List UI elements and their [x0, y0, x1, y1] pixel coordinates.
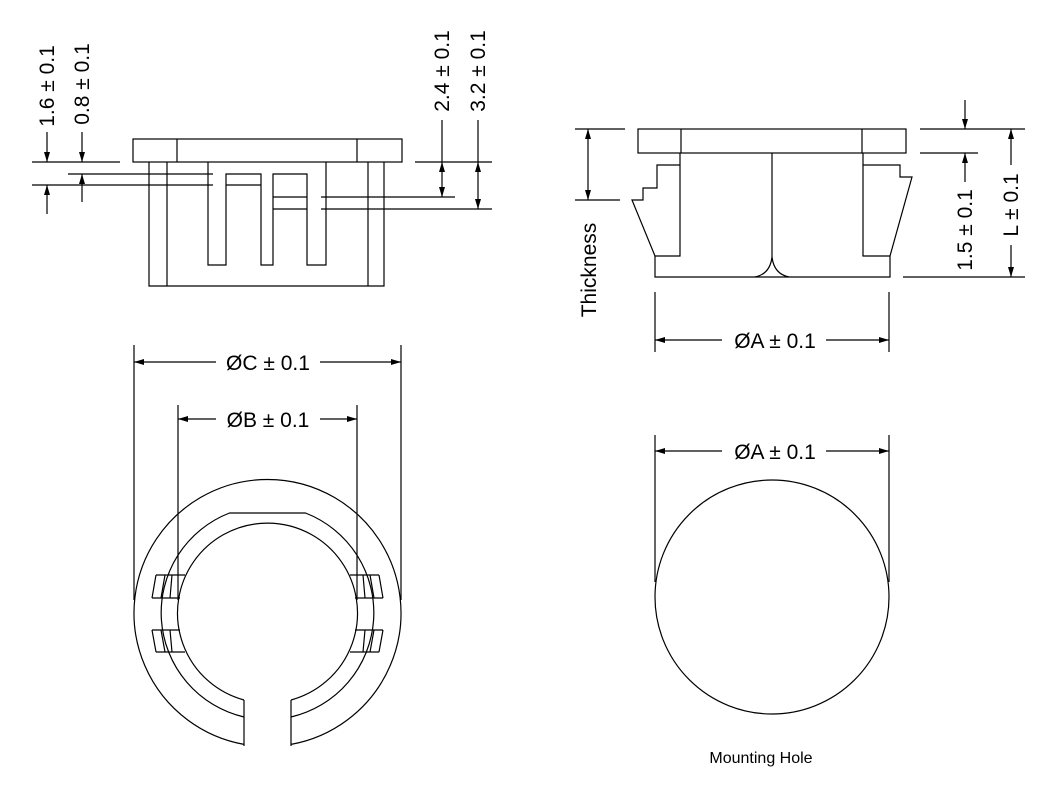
- dim-c: ØC ± 0.1: [226, 352, 310, 375]
- dim-2-4: 2.4 ± 0.1: [431, 30, 454, 112]
- dim-l: L ± 0.1: [1000, 173, 1023, 236]
- dim-b: ØB ± 0.1: [227, 409, 310, 432]
- left-side-view: 1.6 ± 0.1 0.8 ± 0.1 2.4 ± 0.1 3.2 ± 0.1: [32, 30, 492, 287]
- right-side-view: Thickness 1.5 ± 0.1 L ± 0.1 ØA ± 0.1: [575, 100, 1025, 353]
- dim-1-5: 1.5 ± 0.1: [954, 189, 977, 271]
- dim-a-side: ØA ± 0.1: [734, 330, 816, 353]
- dim-0-8: 0.8 ± 0.1: [71, 43, 94, 125]
- dim-1-6: 1.6 ± 0.1: [36, 45, 59, 127]
- dim-a-hole: ØA ± 0.1: [734, 441, 816, 464]
- mounting-hole-caption: Mounting Hole: [709, 750, 812, 767]
- thickness-label: Thickness: [578, 223, 601, 318]
- left-top-view: ØC ± 0.1 ØB ± 0.1: [133, 345, 402, 746]
- dim-3-2: 3.2 ± 0.1: [467, 30, 490, 112]
- mounting-hole-view: ØA ± 0.1 Mounting Hole: [654, 435, 890, 767]
